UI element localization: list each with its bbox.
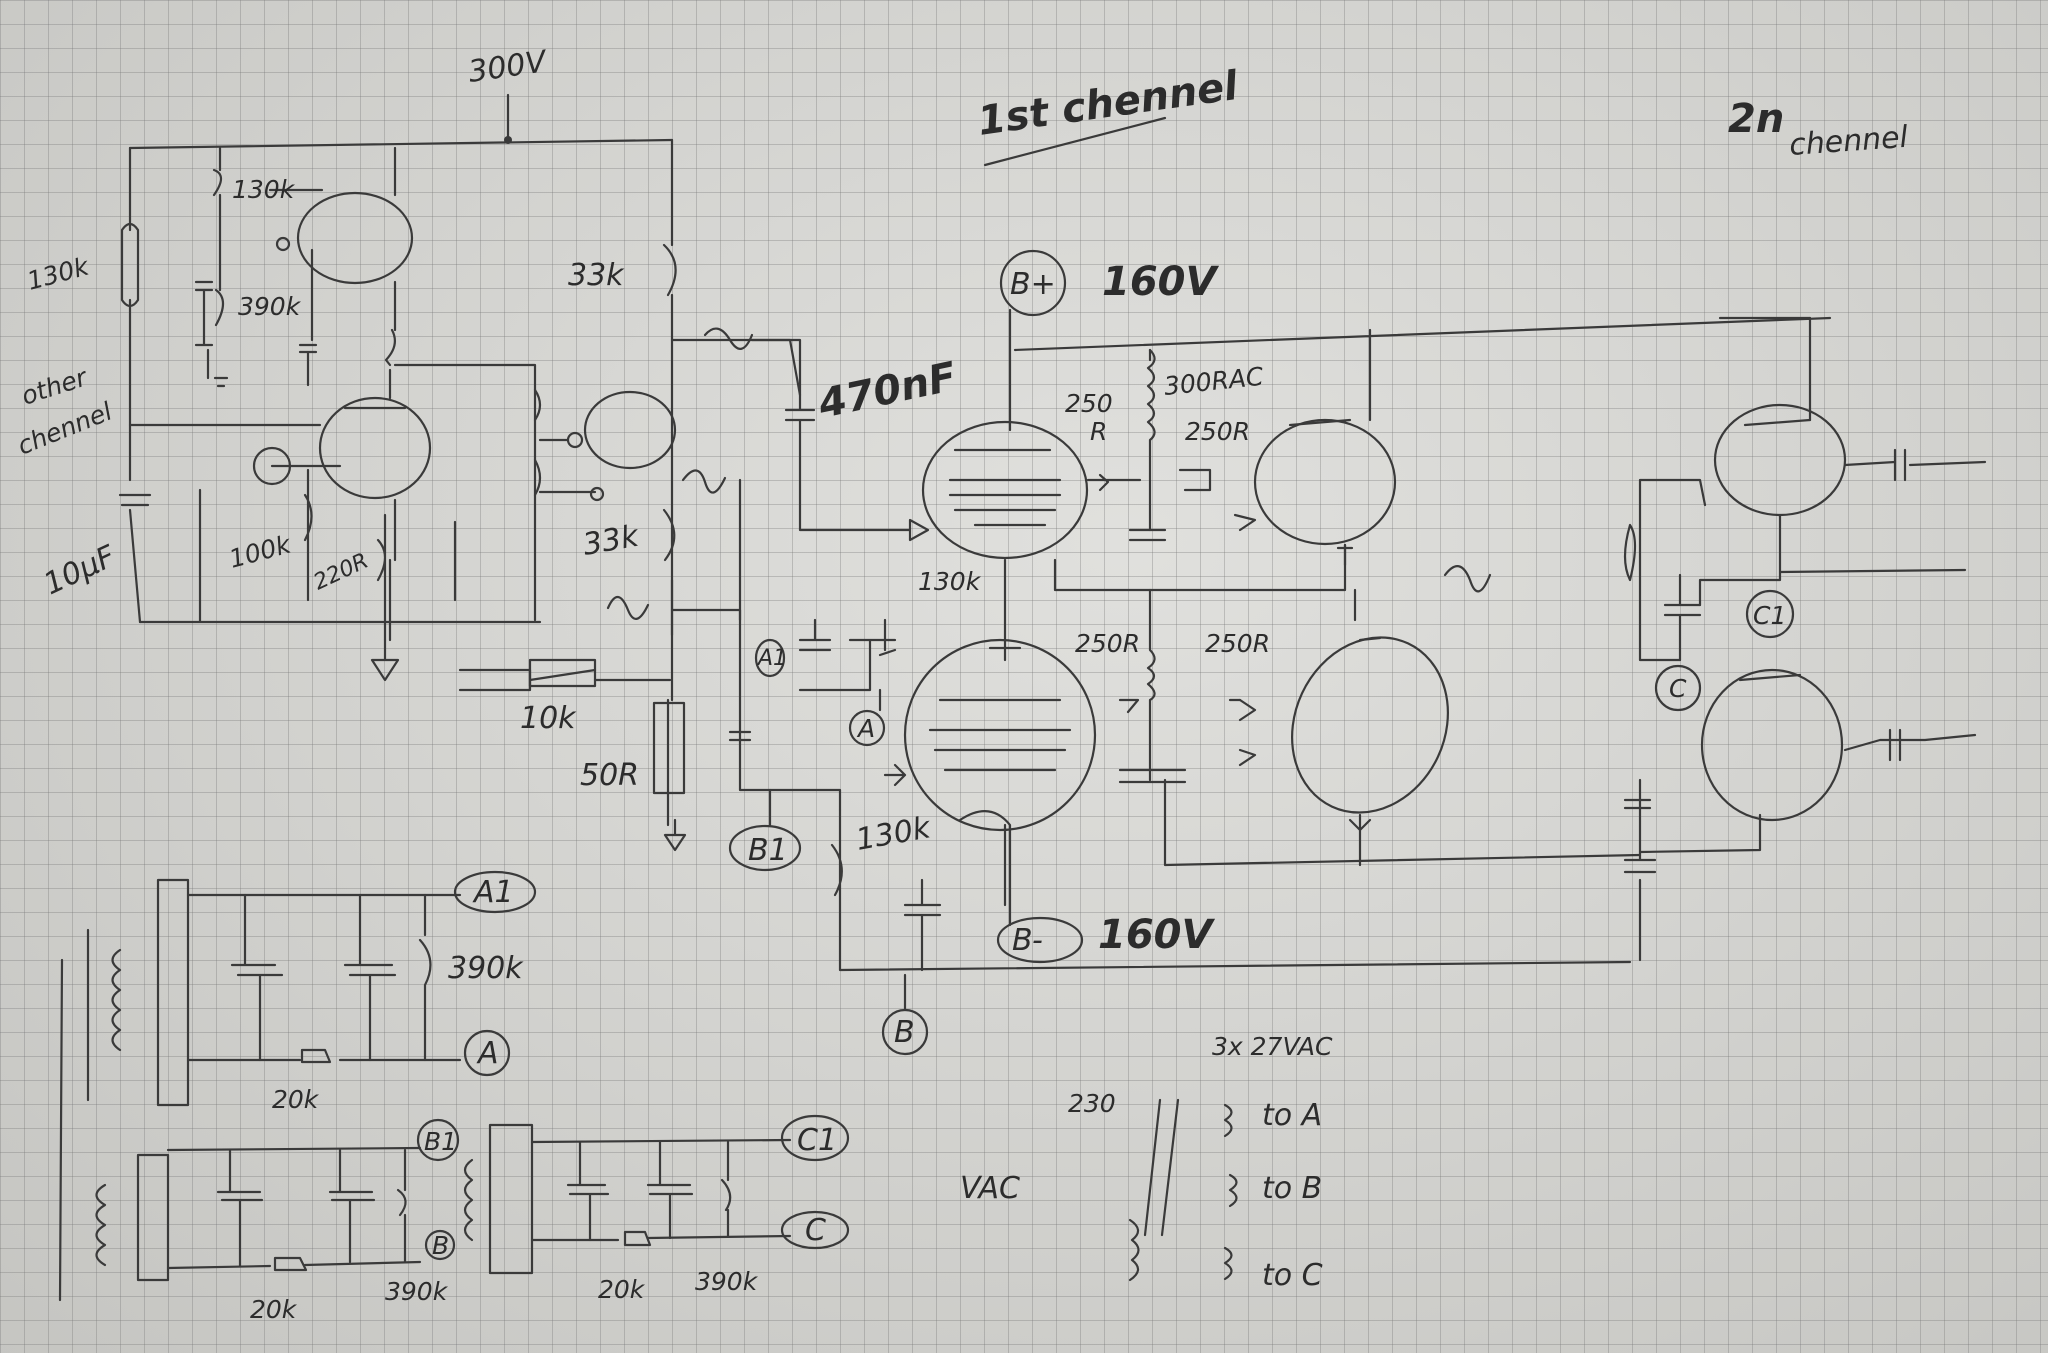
r10k-label: 10k bbox=[520, 701, 577, 736]
bplus-label: B+ bbox=[1010, 267, 1056, 302]
r250r-d-label: 250R bbox=[1205, 629, 1270, 658]
other-channel-label-a: other bbox=[18, 362, 92, 411]
bminus-voltage-label: 160V bbox=[1098, 912, 1215, 958]
r20k-ps-label: 20k bbox=[272, 1085, 320, 1114]
r33k-top-label: 33k bbox=[568, 258, 625, 293]
bplus-voltage-label: 160V bbox=[1102, 259, 1219, 305]
title2-label-b: chennel bbox=[1788, 120, 1910, 163]
r220r-label: 220R bbox=[310, 549, 372, 596]
r130k-left-label: 130k bbox=[24, 251, 93, 296]
cap-470nf-label: 470nF bbox=[814, 354, 961, 428]
transformer-vac-label: VAC bbox=[960, 1171, 1020, 1206]
r130k-mid-label: 130k bbox=[918, 567, 982, 596]
bminus-label: B- bbox=[1012, 923, 1043, 958]
a-ps-label: A bbox=[476, 1036, 499, 1071]
r250r-a-label: 250 bbox=[1065, 389, 1113, 418]
to-c-label: to C bbox=[1262, 1258, 1323, 1293]
c-node-label: C bbox=[1669, 674, 1687, 703]
title2-label-a: 2n bbox=[1728, 96, 1784, 142]
b1-node-label: B1 bbox=[748, 833, 788, 868]
r50r-label: 50R bbox=[580, 758, 639, 793]
r390k-ps3-label: 390k bbox=[695, 1267, 759, 1296]
r130k-low-label: 130k bbox=[853, 810, 934, 858]
r100k-label: 100k bbox=[226, 529, 295, 574]
power-supplies bbox=[58, 870, 1238, 1302]
b1-ps-label: B1 bbox=[424, 1127, 457, 1156]
b-node-label: B bbox=[894, 1015, 915, 1050]
output-stage bbox=[728, 249, 1987, 1056]
r130k-top-label: 130k bbox=[232, 175, 296, 204]
cap-10uf-label: 10µF bbox=[39, 539, 122, 603]
supply-voltage-label: 300V bbox=[466, 44, 550, 90]
r390k-top-label: 390k bbox=[238, 292, 302, 321]
c1-node-label: C1 bbox=[1753, 601, 1786, 630]
a1-node-label: A1 bbox=[756, 646, 787, 671]
r250r-a2-label: R bbox=[1090, 417, 1107, 446]
transformer-primary-label: 230 bbox=[1068, 1089, 1116, 1118]
transformer-secondary-label: 3x 27VAC bbox=[1212, 1032, 1333, 1061]
c1-ps-label: C1 bbox=[797, 1123, 837, 1158]
a-node-label: A bbox=[856, 714, 875, 743]
input-stage bbox=[118, 93, 802, 852]
to-b-label: to B bbox=[1262, 1171, 1322, 1206]
r20k-ps2-label: 20k bbox=[250, 1295, 298, 1324]
r20k-ps3-label: 20k bbox=[598, 1275, 646, 1304]
b-ps-label: B bbox=[432, 1231, 449, 1260]
r33k-mid-label: 33k bbox=[580, 518, 642, 562]
r390k-ps2-label: 390k bbox=[385, 1277, 449, 1306]
r300rac-label: 300RAC bbox=[1163, 362, 1266, 401]
r390k-ps-label: 390k bbox=[448, 951, 524, 986]
title-underline bbox=[983, 116, 1167, 167]
c-ps-label: C bbox=[805, 1213, 826, 1248]
r250r-c-label: 250R bbox=[1075, 629, 1140, 658]
a1-ps-label: A1 bbox=[472, 875, 514, 910]
r250r-b-label: 250R bbox=[1185, 417, 1250, 446]
to-a-label: to A bbox=[1262, 1098, 1322, 1133]
